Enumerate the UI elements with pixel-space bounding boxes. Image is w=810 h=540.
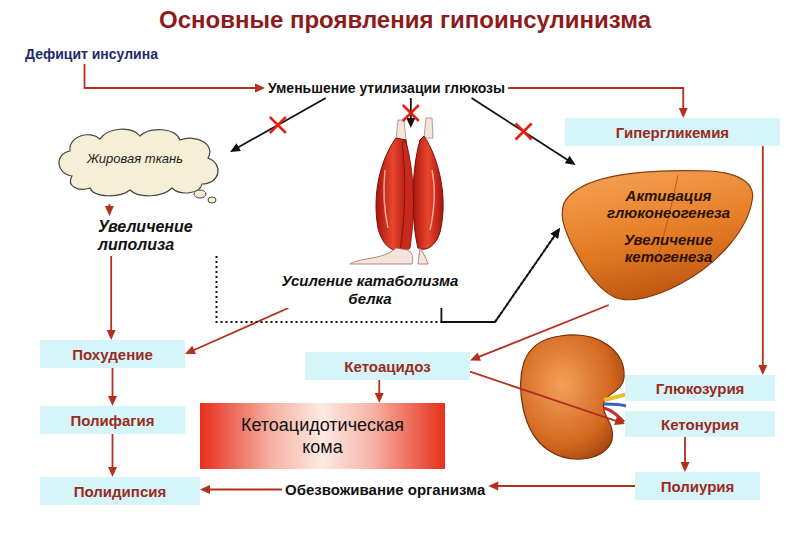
connector-line [109, 204, 111, 208]
symptom-box: Похудение [40, 340, 185, 368]
symptom-box: Полиурия [635, 472, 760, 500]
cloud-bubble [194, 190, 206, 198]
muscle-highlight [384, 170, 388, 228]
cloud-bubble [208, 197, 216, 203]
connector-line [112, 368, 114, 398]
connector-arrow [758, 146, 767, 375]
connector-line [684, 437, 686, 464]
arrow-head [565, 156, 576, 165]
connector-arrow [508, 88, 688, 118]
node-text: Кетоацидотическая кома [224, 414, 421, 458]
node-text: Усиление катаболизма белка [268, 272, 472, 308]
node-text: Увеличение кетогенеза [590, 231, 747, 265]
connector-arrow [108, 368, 117, 406]
tendon [424, 118, 433, 138]
process-label: Уменьшение утилизации глюкозы [265, 78, 508, 98]
node-text: Увеличение липолиза [98, 218, 227, 254]
arrow-head [551, 228, 560, 239]
connector-arrow [375, 380, 384, 403]
connector-arrow [472, 98, 576, 165]
connector-arrow [470, 372, 625, 425]
connector-arrow [403, 98, 419, 128]
fat-tissue-cloud: Жировая ткань [50, 124, 230, 204]
connector-line [192, 308, 288, 351]
symptom-box: Кетоацидоз [305, 352, 470, 380]
blocked-cross [516, 124, 532, 140]
cloud-shape [59, 129, 218, 196]
muscle-illustration [350, 118, 443, 264]
connector-line [110, 256, 112, 332]
muscle-bundle [400, 142, 413, 251]
connector-arrow [85, 64, 265, 93]
muscle-node: Усиление катаболизма белка [268, 128, 472, 308]
node-text: Похудение [72, 346, 153, 363]
process-label: Обезвоживание организма [282, 479, 488, 500]
symptom-box: Полифагия [40, 406, 185, 434]
connector-arrow [681, 437, 690, 472]
node-text: Глюкозурия [656, 380, 745, 397]
liver-shape [562, 171, 752, 300]
connector-line [496, 485, 635, 487]
node-text: Полифагия [70, 412, 154, 429]
node-text: Жировая ткань [87, 151, 183, 167]
connector-arrow [470, 305, 609, 361]
node-text: Дефицит инсулина [25, 46, 158, 62]
node-text: Кетонурия [661, 416, 739, 433]
connector-line [208, 489, 282, 491]
connector-line [472, 98, 569, 161]
tendon [418, 248, 428, 264]
liver-node: Активация глюконеогенезаУвеличение кетог… [560, 165, 755, 305]
coma-box: Кетоацидотическая кома [200, 403, 445, 469]
connector-arrow [217, 228, 561, 322]
connector-arrow [107, 256, 116, 340]
connector-arrow [488, 482, 635, 491]
connector-arrow [230, 98, 326, 152]
connector-arrow [185, 308, 288, 354]
arrow-head [551, 228, 560, 239]
kidney-illustration [521, 335, 628, 459]
symptom-box: Гипергликемия [565, 118, 780, 146]
node-text: Полидипсия [74, 483, 166, 500]
connector-line [378, 380, 380, 395]
symptom-box: Кетонурия [625, 411, 775, 437]
node-text: Гипергликемия [616, 124, 729, 141]
node-text: Полиурия [661, 478, 735, 495]
blocked-cross [403, 105, 419, 121]
connector-line [85, 64, 257, 88]
connector-line [470, 372, 617, 422]
node-text: Кетоацидоз [344, 358, 430, 375]
muscle-bundle [413, 136, 443, 249]
process-label: Увеличение липолиза [95, 216, 230, 256]
node-text: Уменьшение утилизации глюкозы [268, 80, 505, 96]
connector-line [477, 305, 608, 357]
node-text: Активация глюконеогенеза [590, 187, 747, 221]
blocked-cross [516, 124, 532, 140]
connector-arrow [108, 434, 117, 477]
symptom-box: Полидипсия [40, 477, 200, 505]
connector-line [762, 146, 764, 367]
renal-vessel [604, 404, 626, 406]
connector-line [410, 98, 412, 120]
blocked-cross [403, 105, 419, 121]
diagram-title: Основные проявления гипоинсулинизма [0, 6, 810, 34]
symptom-box: Глюкозурия [625, 375, 775, 401]
blocked-cross [270, 117, 286, 133]
connector-line [112, 434, 114, 469]
connector-line [508, 88, 683, 110]
connector-arrow [105, 204, 114, 216]
cause-label: Дефицит инсулина [22, 44, 161, 64]
node-text: Обезвоживание организма [285, 481, 485, 498]
connector-line [217, 235, 556, 322]
blocked-cross [270, 117, 286, 133]
tendon [396, 120, 406, 140]
tendon-foot [350, 248, 413, 264]
connector-arrow [200, 485, 282, 494]
connector-line [237, 98, 326, 148]
muscle-highlight [430, 170, 434, 230]
